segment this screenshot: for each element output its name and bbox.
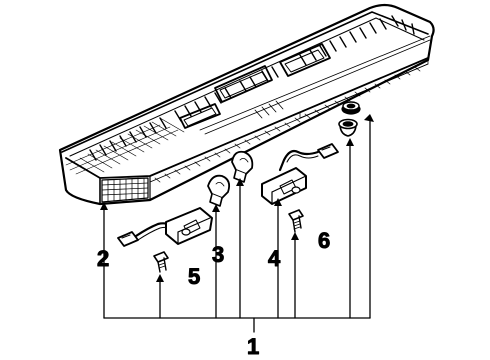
lens-grid-right — [149, 57, 429, 183]
callout-5: 5 — [188, 264, 200, 289]
bulb-upper — [231, 150, 254, 183]
leader-arrowheads — [100, 114, 374, 282]
callout-1: 1 — [247, 334, 259, 359]
lens-windows — [179, 43, 331, 129]
right-socket-harness — [261, 143, 339, 205]
leader-lines — [103, 117, 371, 333]
screw-right — [288, 209, 304, 233]
bulb-lower — [207, 174, 231, 207]
callout-6: 6 — [318, 228, 330, 253]
grommet-upper — [341, 101, 361, 115]
callout-2: 2 — [97, 246, 109, 271]
screw-left — [153, 251, 169, 273]
left-socket-harness — [117, 207, 213, 247]
callout-3: 3 — [212, 242, 224, 267]
grommet-lower — [338, 118, 358, 137]
lens-grid-left — [101, 177, 149, 203]
callout-4: 4 — [268, 246, 281, 271]
lamp-housing — [58, 3, 435, 206]
